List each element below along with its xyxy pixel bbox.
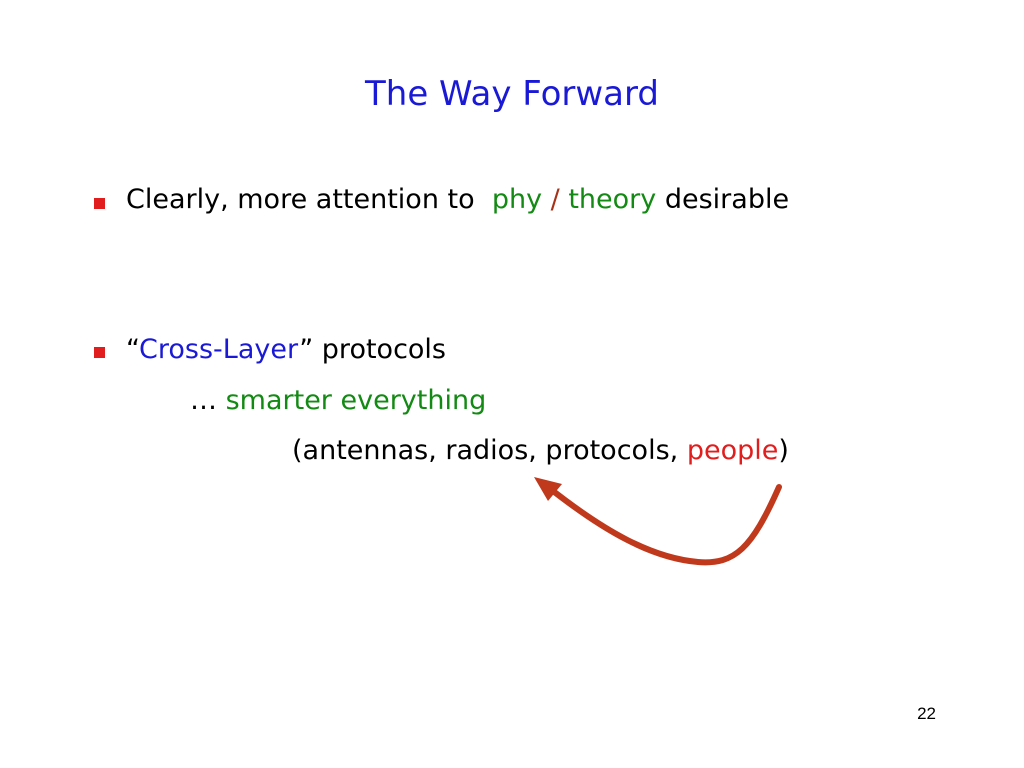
- bullet-1: Clearly, more attention to phy / theory …: [126, 184, 789, 216]
- people-text: people: [686, 435, 779, 466]
- bullet-2: “Cross-Layer” protocols: [126, 334, 446, 366]
- slide-number: 22: [917, 704, 936, 723]
- smarter-line: … smarter everything: [190, 385, 486, 417]
- bullet-marker-2: [94, 347, 105, 358]
- phy-text: phy: [491, 184, 543, 215]
- bullet-1-text: Clearly, more attention to: [126, 184, 475, 215]
- bullet-marker-1: [94, 198, 105, 209]
- slash-text: /: [550, 184, 560, 215]
- arrow-curve: [545, 484, 782, 566]
- smarter-everything-text: smarter everything: [225, 385, 487, 416]
- examples-suffix: ): [778, 435, 789, 466]
- cross-layer-text: Cross-Layer: [139, 334, 300, 365]
- slide-title: The Way Forward: [365, 74, 659, 114]
- theory-text: theory: [568, 184, 657, 215]
- open-quote: “: [126, 334, 140, 365]
- close-quote: ”: [299, 334, 314, 365]
- desirable-text: desirable: [664, 184, 790, 215]
- examples-prefix: (antennas, radios, protocols,: [292, 435, 679, 466]
- ellipsis-text: …: [190, 385, 217, 416]
- arrow-head-icon: [534, 477, 562, 501]
- protocols-text: protocols: [321, 334, 446, 365]
- examples-line: (antennas, radios, protocols, people): [292, 435, 789, 467]
